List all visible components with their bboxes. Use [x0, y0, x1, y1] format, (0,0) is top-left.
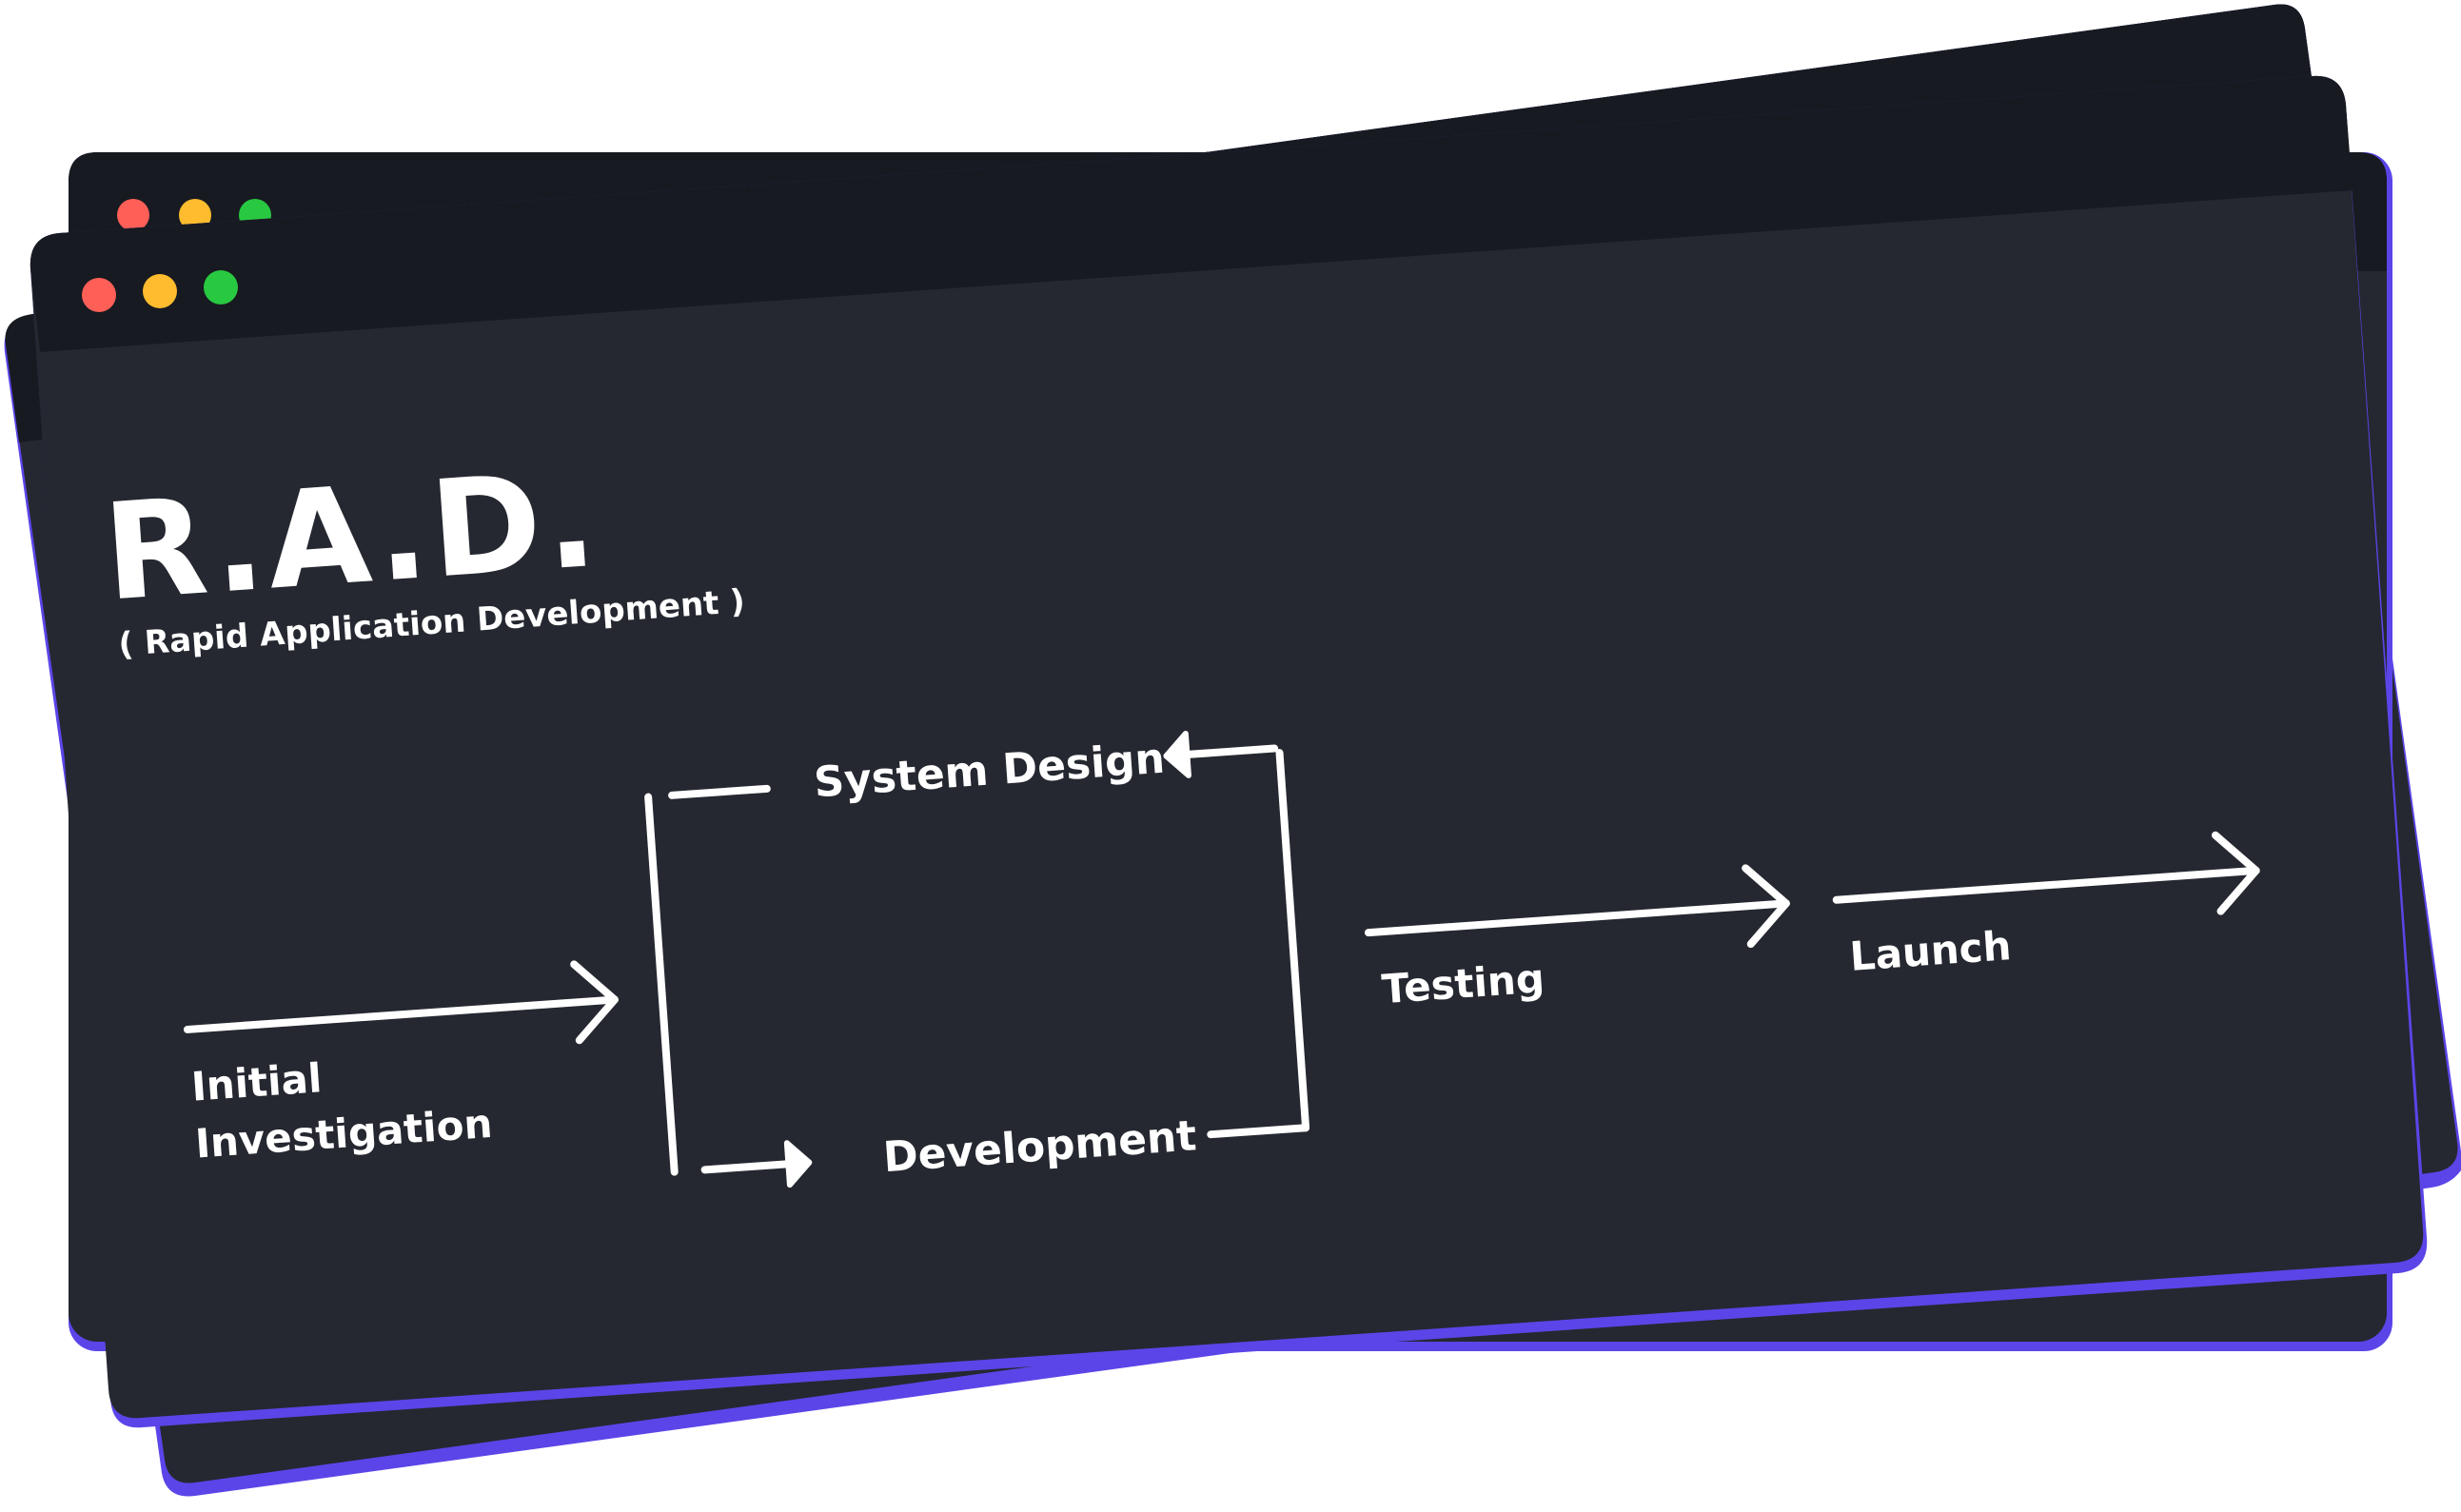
initial-arrow: [184, 960, 619, 1045]
arrow-right-icon: [570, 960, 619, 1045]
close-dot-icon: [82, 278, 116, 312]
maximize-dot-icon: [204, 270, 238, 304]
testing-arrow: [1364, 864, 1790, 949]
loop-arrow-left-icon: [1163, 731, 1191, 778]
step-testing: Testing: [1380, 954, 1546, 1012]
loop-arrow-right-icon: [783, 1140, 813, 1188]
front-window: R.A.D. ( Rapid Application Development )…: [30, 75, 2428, 1428]
iteration-loop: [644, 744, 1310, 1176]
launch-arrow: [1832, 831, 2260, 915]
step-initial-line1: Initial: [190, 1054, 324, 1109]
close-dot-icon: [117, 199, 149, 231]
minimize-dot-icon: [143, 274, 177, 308]
arrow-right-icon: [2211, 831, 2260, 915]
arrow-right-icon: [1742, 864, 1790, 949]
step-launch: Launch: [1848, 922, 2013, 980]
page-title: R.A.D.: [99, 442, 604, 632]
